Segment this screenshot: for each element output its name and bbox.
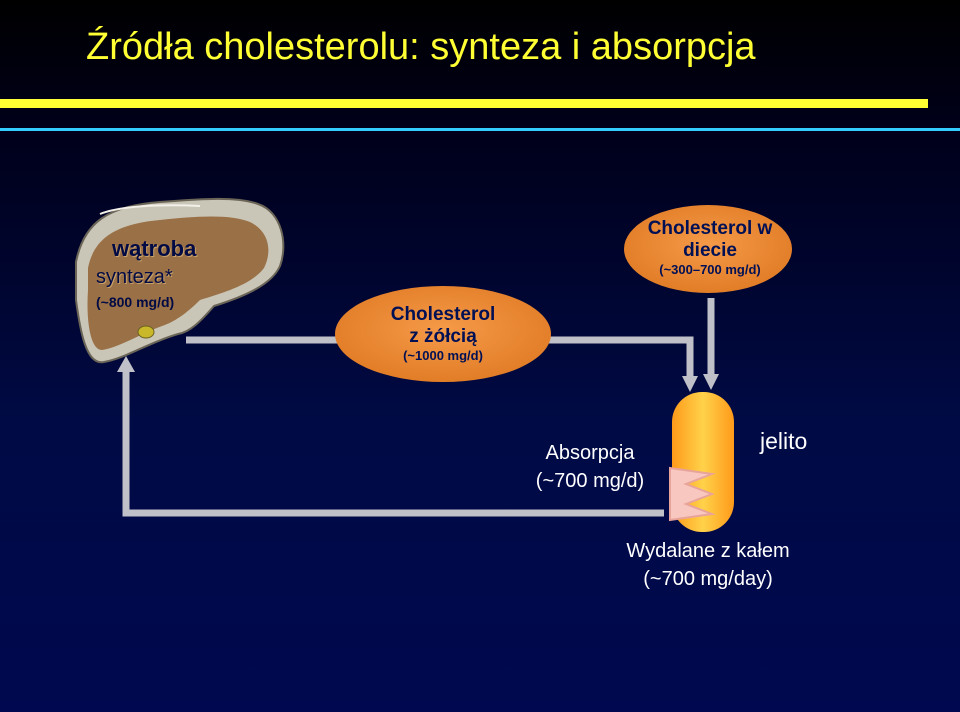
absorption-arrowhead [117, 356, 135, 372]
diet-arrowhead [703, 374, 719, 390]
diet-label-line1: Cholesterol w [647, 218, 773, 239]
liver-synthesis-label: synteza* [96, 266, 173, 288]
diet-label-line2: diecie [683, 240, 737, 261]
intestine-tube [669, 392, 734, 532]
excretion-label: Wydalane z kałem [626, 540, 790, 562]
bile-arrowhead [682, 376, 698, 392]
intestine-label: jelito [760, 428, 808, 454]
absorption-return-line [122, 370, 664, 517]
bile-rate: (~1000 mg/d) [403, 348, 483, 363]
excretion-rate: (~700 mg/day) [643, 568, 773, 590]
diet-rate: (~300–700 mg/d) [659, 262, 761, 277]
liver-synthesis-rate: (~800 mg/d) [96, 294, 175, 310]
title-underline-cyan [0, 128, 960, 131]
bile-oval [335, 286, 551, 382]
bile-label-line2: z żółcią [409, 326, 477, 347]
absorption-rate: (~700 mg/d) [535, 470, 645, 492]
liver-illustration [75, 197, 285, 364]
absorption-label: Absorpcja [545, 442, 635, 464]
slide-title: Źródła cholesterolu: synteza i absorpcja [86, 26, 756, 68]
liver-label: wątroba [112, 236, 197, 261]
diet-oval [624, 205, 792, 293]
bile-label-line1: Cholesterol [390, 304, 496, 325]
title-underline-yellow [0, 99, 928, 108]
